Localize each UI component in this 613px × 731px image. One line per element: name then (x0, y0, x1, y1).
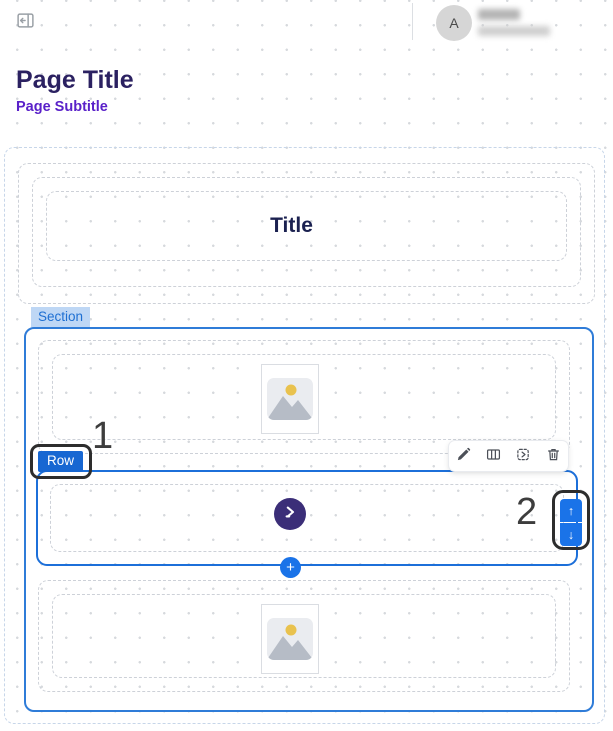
trash-icon (546, 447, 561, 465)
component-action-button[interactable] (274, 498, 306, 530)
delete-button[interactable] (543, 446, 563, 466)
screen-container[interactable] (4, 147, 605, 724)
title-component-text: Title (270, 214, 313, 237)
chevron-right-icon (282, 504, 298, 525)
page-subtitle: Page Subtitle (16, 99, 108, 115)
image-icon (267, 378, 313, 420)
image-placeholder-bottom[interactable] (261, 604, 319, 674)
avatar-initial: A (449, 15, 459, 31)
image-icon (267, 618, 313, 660)
edit-button[interactable] (454, 446, 474, 466)
move-up-button[interactable]: ↑ (560, 499, 582, 522)
row-inner-bottom[interactable] (52, 594, 556, 678)
redacted-user-email (478, 26, 550, 36)
redacted-user-name (478, 9, 520, 20)
section-label: Section (31, 307, 91, 327)
title-component[interactable]: Title (46, 191, 567, 261)
section-container[interactable] (24, 327, 594, 712)
user-avatar[interactable]: A (436, 5, 472, 41)
image-placeholder-top[interactable] (261, 364, 319, 434)
row-badge[interactable]: Row (38, 451, 84, 472)
plus-icon: + (286, 559, 295, 576)
columns-icon (486, 447, 501, 465)
title-group-container[interactable] (18, 163, 595, 304)
panel-collapse-icon (16, 13, 35, 34)
arrow-up-icon: ↑ (567, 503, 575, 518)
edit-pencil-icon (456, 447, 471, 465)
move-down-button[interactable]: ↓ (560, 523, 582, 546)
selected-row-container[interactable] (36, 470, 578, 566)
title-row-container[interactable] (32, 177, 581, 287)
row-container-bottom[interactable] (38, 580, 570, 692)
move-into-icon (516, 447, 531, 465)
arrow-down-icon: ↓ (567, 527, 575, 542)
page-title: Page Title (16, 66, 134, 94)
collapse-panel-button[interactable] (16, 11, 36, 31)
columns-button[interactable] (484, 446, 504, 466)
component-toolbar (449, 441, 568, 471)
row-container-top[interactable] (38, 340, 570, 454)
row-inner-top[interactable] (52, 354, 556, 440)
topbar-divider (412, 3, 413, 40)
add-component-button[interactable]: + (280, 557, 301, 578)
move-button[interactable] (513, 446, 533, 466)
row-move-control: ↑ ↓ (560, 499, 582, 546)
